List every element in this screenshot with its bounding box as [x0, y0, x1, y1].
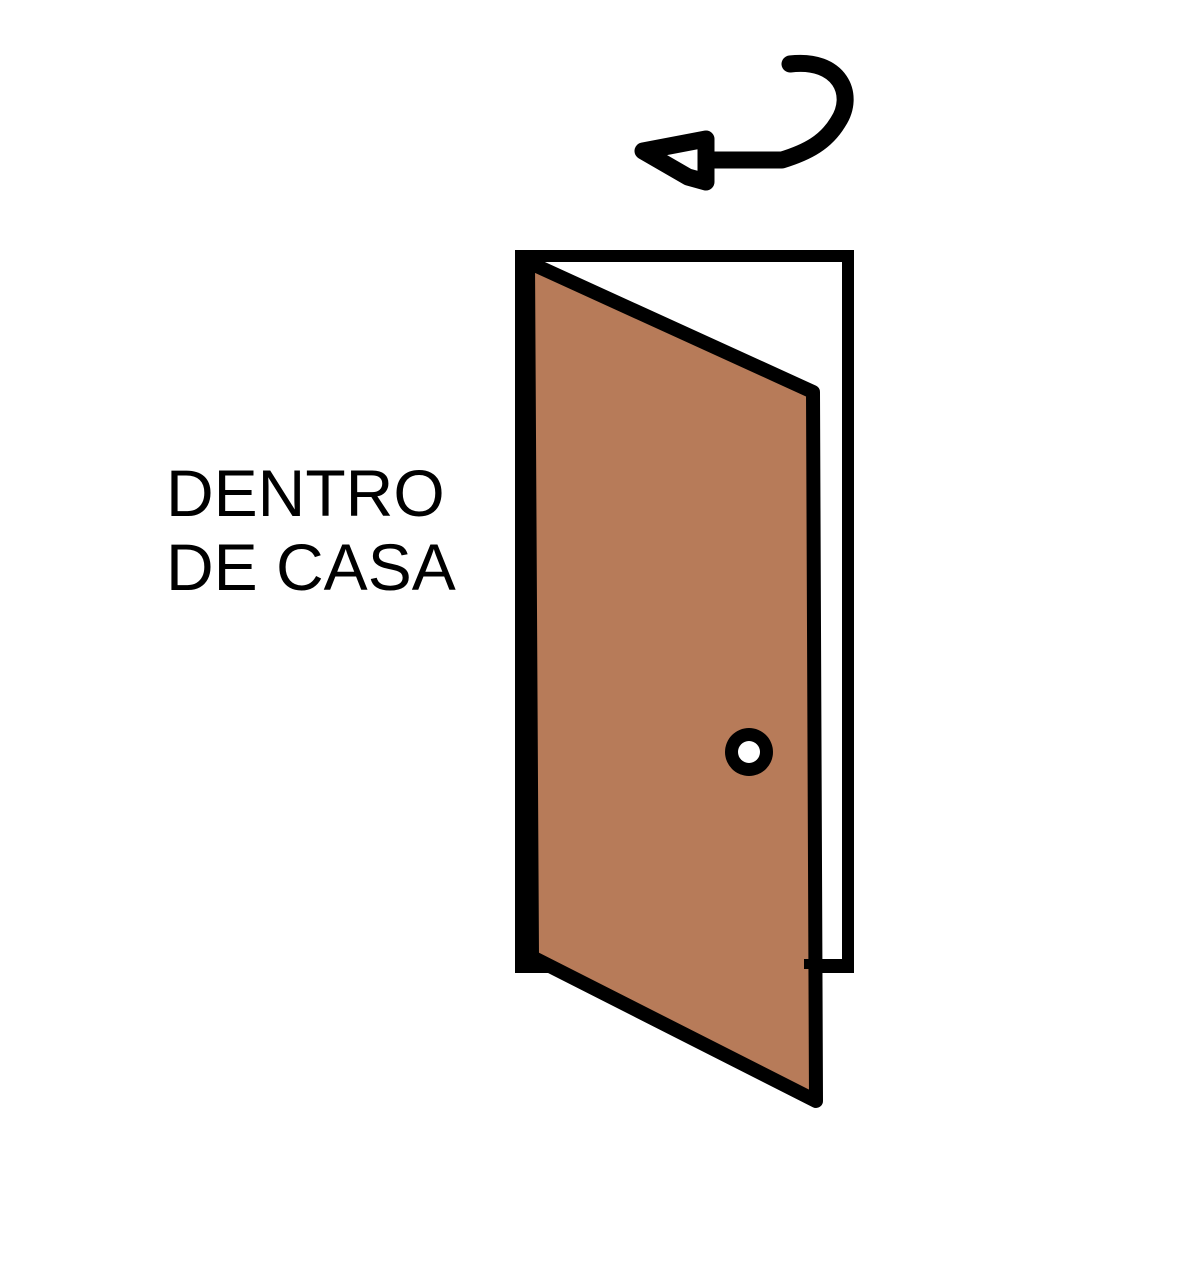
arrow-shaft — [697, 54, 854, 169]
arrow-head — [634, 130, 715, 191]
label-line-1: DENTRO — [166, 456, 445, 530]
curved-arrow-left-icon — [634, 54, 854, 191]
label-line-2: DE CASA — [166, 530, 456, 604]
door-leaf — [521, 255, 823, 1108]
door-knob-icon — [725, 728, 773, 776]
inside-house-label: DENTRO DE CASA — [166, 456, 456, 604]
